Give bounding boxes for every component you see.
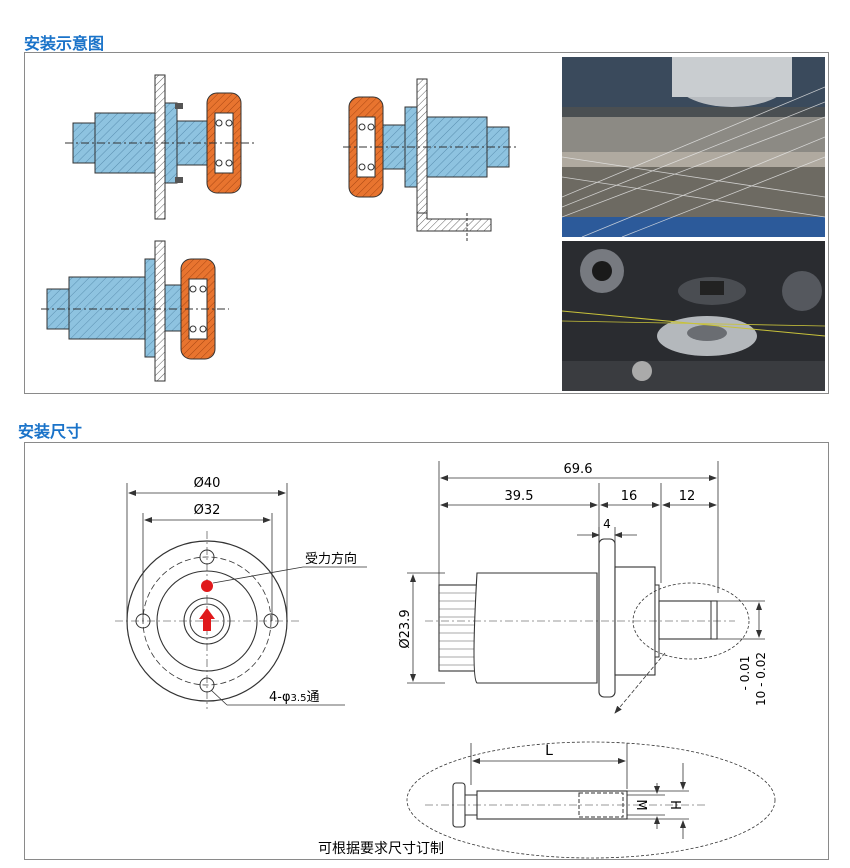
dim-H: H xyxy=(667,800,682,810)
dim-tolerance-upper: - 0.01 xyxy=(738,656,752,691)
install-dims-panel: Ø40 Ø32 受力方向 4-φ3.5通 xyxy=(24,442,829,860)
photo-pulleys xyxy=(562,241,825,391)
install-diagram-panel xyxy=(24,52,829,394)
flange-front-view: Ø40 Ø32 受力方向 4-φ3.5通 xyxy=(115,476,367,709)
install-diagram-drawings xyxy=(41,74,517,382)
dim-flange-4: 4 xyxy=(603,517,611,531)
dim-total-length: 69.6 xyxy=(564,462,593,477)
dimension-drawing: Ø40 Ø32 受力方向 4-φ3.5通 xyxy=(115,461,776,859)
install-diagram-title: 安装示意图 xyxy=(24,34,105,53)
force-arrow-icon xyxy=(199,608,215,631)
custom-note: 可根据要求尺寸订制 xyxy=(318,841,444,857)
assembly-top-left xyxy=(65,74,255,220)
install-dims-title: 安装尺寸 xyxy=(18,422,83,441)
dim-d23-9: Ø23.9 xyxy=(398,609,413,648)
force-direction-label: 受力方向 xyxy=(305,551,357,567)
dim-d32: Ø32 xyxy=(194,503,221,518)
assembly-top-right xyxy=(343,78,517,241)
dim-12: 12 xyxy=(679,489,696,504)
assembly-bottom-left xyxy=(41,240,229,382)
force-point xyxy=(201,580,213,592)
dim-d40: Ø40 xyxy=(194,476,221,491)
dim-tolerance: 10 - 0.02 xyxy=(754,652,768,706)
side-view: Ø23.9 - 0.01 10 - 0.02 69.6 39.5 16 12 4 xyxy=(398,461,768,714)
dim-L: L xyxy=(545,743,553,759)
dim-M: M xyxy=(633,799,648,810)
dim-39-5: 39.5 xyxy=(505,489,534,504)
dim-16: 16 xyxy=(621,489,638,504)
photo-wire-rack xyxy=(562,57,825,237)
holes-label: 4-φ3.5通 xyxy=(269,690,319,705)
detail-view: L M H xyxy=(406,741,776,859)
